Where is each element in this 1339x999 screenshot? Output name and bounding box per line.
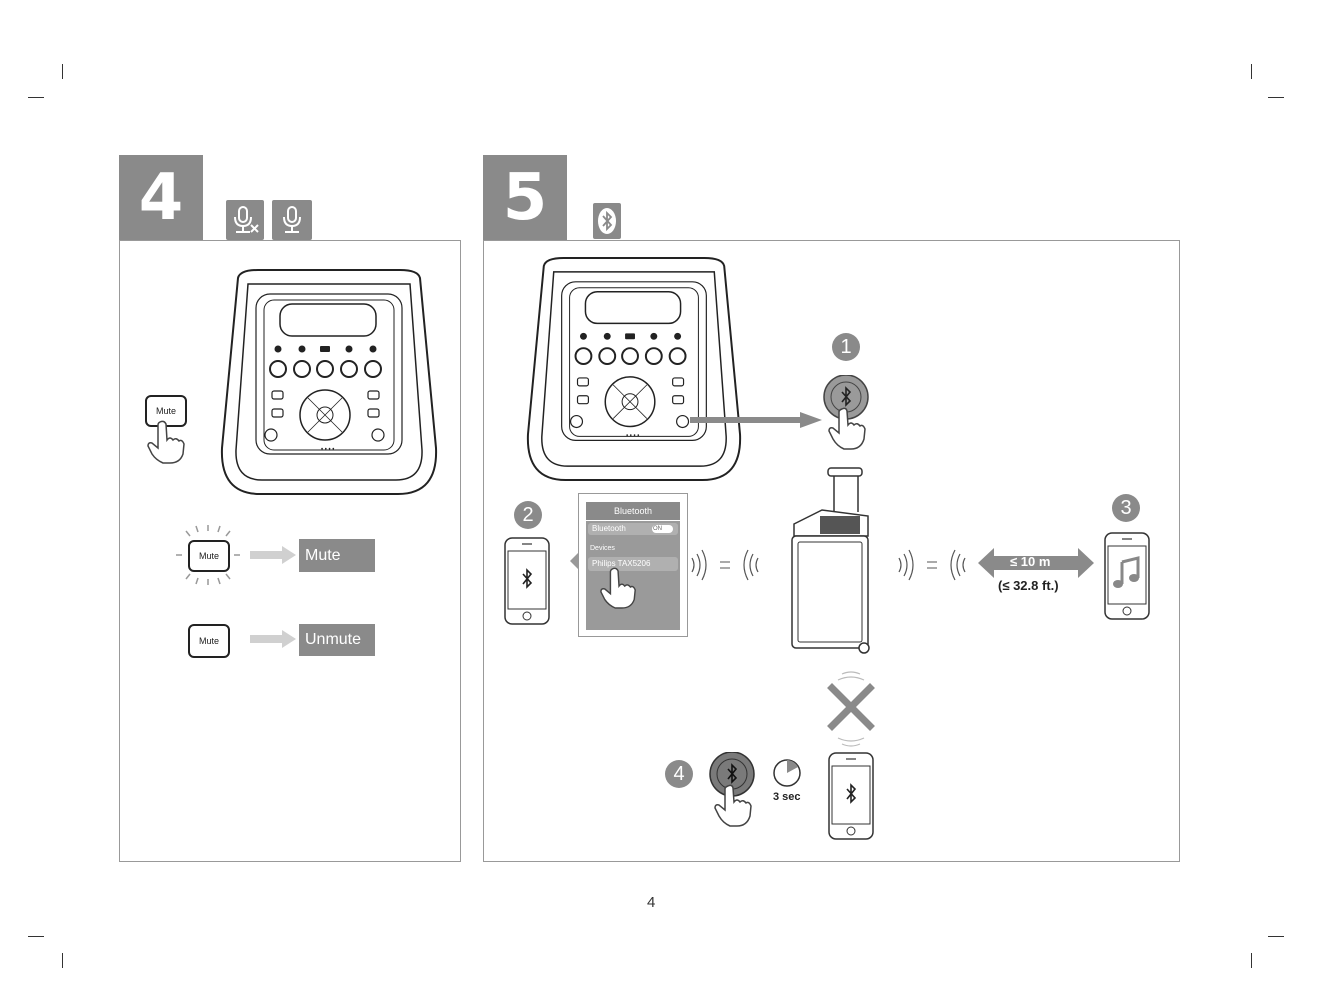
callout-1: 1	[832, 333, 860, 361]
finger-press-icon	[599, 566, 639, 610]
mic-icon	[272, 200, 312, 240]
arrow-right-icon	[250, 630, 296, 648]
mute-button-pressed[interactable]: Mute	[188, 624, 230, 658]
menu-title: Bluetooth	[586, 502, 680, 521]
distance-label: ≤ 10 m	[1010, 554, 1050, 569]
party-speaker-trolley	[788, 464, 872, 656]
crop-mark	[1251, 64, 1252, 79]
crop-mark	[1268, 97, 1284, 98]
bluetooth-toggle-row[interactable]: Bluetooth ON	[588, 523, 678, 535]
mic-mute-icon	[226, 200, 264, 240]
bluetooth-menu-popup: Bluetooth Bluetooth ON Devices Philips T…	[578, 493, 688, 637]
mute-button-blinking[interactable]: Mute	[188, 540, 230, 572]
arrow-right-icon	[690, 412, 822, 428]
bluetooth-icon	[593, 203, 621, 239]
page-number: 4	[647, 894, 655, 911]
step4-number: 4	[119, 155, 203, 240]
callout-4: 4	[665, 760, 693, 788]
distance-feet-label: (≤ 32.8 ft.)	[998, 578, 1059, 593]
timer-icon	[772, 758, 802, 788]
step5-number: 5	[483, 155, 567, 240]
phone-bluetooth-icon	[504, 537, 550, 625]
speaker-top-view: • • • •	[524, 256, 744, 482]
unmute-result-label: Unmute	[299, 624, 375, 656]
crop-mark	[62, 953, 63, 968]
phone-music-icon	[1104, 532, 1150, 620]
crop-mark	[28, 936, 44, 937]
bluetooth-button-hold-icon[interactable]	[708, 752, 760, 830]
arrow-right-icon	[250, 546, 296, 564]
devices-label: Devices	[590, 545, 615, 552]
bluetooth-row-label: Bluetooth	[592, 524, 626, 533]
mute-result-label: Mute	[299, 539, 375, 572]
crop-mark	[1251, 953, 1252, 968]
crop-mark	[1268, 936, 1284, 937]
speaker-top-view: • • • •	[218, 268, 440, 496]
hold-time-label: 3 sec	[773, 791, 801, 803]
phone-bluetooth-icon	[828, 752, 874, 840]
disconnect-x-icon	[824, 666, 878, 752]
toggle-switch[interactable]: ON	[652, 525, 673, 533]
crop-mark	[62, 64, 63, 79]
bluetooth-button-press-icon[interactable]	[822, 375, 874, 451]
svg-text:• • • •: • • • •	[626, 433, 639, 439]
callout-2: 2	[514, 501, 542, 529]
callout-3: 3	[1112, 494, 1140, 522]
signal-waves-icon	[690, 548, 760, 582]
crop-mark	[28, 97, 44, 98]
svg-text:• • • •: • • • •	[321, 447, 334, 453]
finger-press-icon	[146, 420, 188, 464]
signal-waves-icon	[896, 548, 968, 582]
